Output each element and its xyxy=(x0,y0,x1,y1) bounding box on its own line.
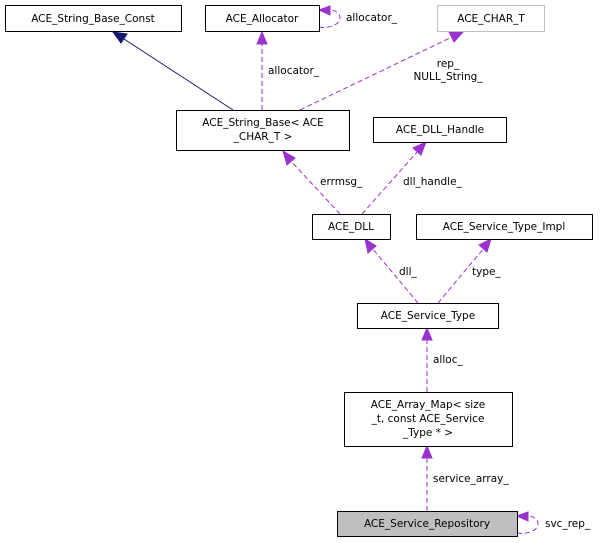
svg-text:_CHAR_T >: _CHAR_T > xyxy=(233,131,293,143)
edge-inherit-string-base-const xyxy=(111,31,234,111)
svg-text:_t, const ACE_Service: _t, const ACE_Service xyxy=(371,413,485,425)
usage-arrowhead-icon xyxy=(412,141,427,156)
svg-text:ACE_Service_Type: ACE_Service_Type xyxy=(381,310,475,322)
usage-arrowhead-icon xyxy=(256,30,268,45)
edge-string-base-to-dll: errmsg_ xyxy=(282,149,363,215)
usage-arrowhead-icon xyxy=(478,238,492,253)
edge-label-allocator: allocator_ xyxy=(268,65,320,77)
edge-label-dll: dll_ xyxy=(399,266,417,278)
svg-text:_Type * >: _Type * > xyxy=(402,427,453,439)
edge-service-type-to-array-map: alloc_ xyxy=(421,326,463,392)
edge-label-service-array: service_array_ xyxy=(433,473,509,485)
edge-label-allocator-self: allocator_ xyxy=(346,12,398,24)
svg-text:ACE_DLL_Handle: ACE_DLL_Handle xyxy=(396,124,484,136)
edge-impl-to-service-type: type_ xyxy=(437,238,501,304)
node-ace-dll-handle[interactable]: ACE_DLL_Handle xyxy=(373,117,507,143)
svg-text:ACE_Service_Repository: ACE_Service_Repository xyxy=(364,518,490,530)
node-ace-service-type-impl[interactable]: ACE_Service_Type_Impl xyxy=(416,214,593,240)
node-ace-allocator[interactable]: ACE_Allocator xyxy=(205,5,320,32)
edge-dll-handle-to-dll: dll_handle_ xyxy=(361,141,463,215)
usage-arrowhead-icon xyxy=(282,149,296,166)
node-ace-array-map[interactable]: ACE_Array_Map< size _t, const ACE_Servic… xyxy=(344,392,513,447)
edge-label-svc-rep: svc_rep_ xyxy=(545,518,591,530)
usage-arrowhead-icon xyxy=(364,237,377,254)
edge-label-errmsg: errmsg_ xyxy=(320,176,363,188)
svg-text:ACE_String_Base_Const: ACE_String_Base_Const xyxy=(31,13,155,25)
node-ace-service-type[interactable]: ACE_Service_Type xyxy=(357,303,499,329)
edge-allocator-self: allocator_ xyxy=(317,5,398,28)
svg-text:ACE_Service_Type_Impl: ACE_Service_Type_Impl xyxy=(443,221,566,233)
node-ace-char-t[interactable]: ACE_CHAR_T xyxy=(437,5,545,32)
edge-char-t-to-string-base: rep_ NULL_String_ xyxy=(299,30,483,111)
svg-text:ACE_CHAR_T: ACE_CHAR_T xyxy=(457,13,525,25)
edge-allocator-to-string-base: allocator_ xyxy=(256,30,320,110)
usage-arrowhead-icon xyxy=(448,30,466,43)
edge-label-alloc: alloc_ xyxy=(433,354,463,366)
node-ace-string-base[interactable]: ACE_String_Base< ACE _CHAR_T > xyxy=(176,110,350,151)
svg-text:ACE_DLL: ACE_DLL xyxy=(328,221,374,233)
usage-arrowhead-icon xyxy=(317,5,331,16)
svg-text:ACE_Array_Map< size: ACE_Array_Map< size xyxy=(371,399,485,411)
node-ace-dll[interactable]: ACE_DLL xyxy=(312,214,391,240)
inheritance-arrowhead-icon xyxy=(111,31,128,44)
edge-label-rep: rep_ xyxy=(437,58,460,70)
edge-label-type: type_ xyxy=(472,266,501,278)
usage-arrowhead-icon xyxy=(421,326,433,341)
svg-text:ACE_String_Base< ACE: ACE_String_Base< ACE xyxy=(202,117,323,129)
edge-array-map-to-repository: service_array_ xyxy=(421,444,509,511)
usage-arrowhead-icon xyxy=(515,511,529,522)
usage-arrowhead-icon xyxy=(421,444,433,459)
edge-label-null-string: NULL_String_ xyxy=(413,71,483,83)
node-ace-service-repository[interactable]: ACE_Service_Repository xyxy=(337,511,518,537)
edge-dll-to-service-type: dll_ xyxy=(364,237,419,304)
edge-repository-self: svc_rep_ xyxy=(515,511,591,534)
edge-label-dll-handle: dll_handle_ xyxy=(403,176,463,188)
svg-text:ACE_Allocator: ACE_Allocator xyxy=(226,13,299,25)
node-ace-string-base-const[interactable]: ACE_String_Base_Const xyxy=(5,5,182,32)
